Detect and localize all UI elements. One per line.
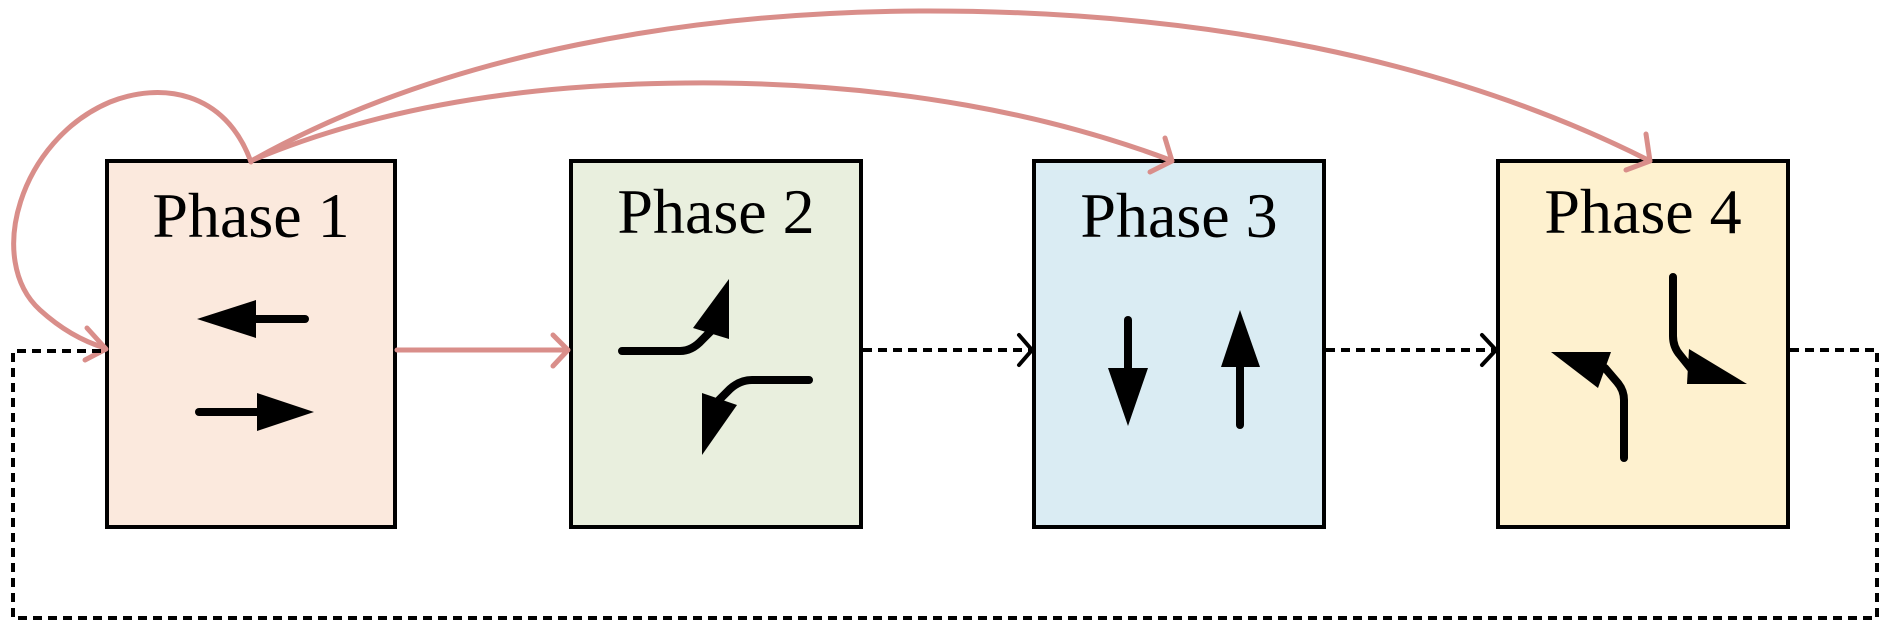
phase-4-label: Phase 4 (1544, 176, 1741, 247)
southbound-arrow-icon (1108, 316, 1148, 426)
phase-3-box: Phase 3 (1032, 159, 1326, 529)
phase-3-rect (1032, 159, 1326, 529)
phase-3-label: Phase 3 (1080, 180, 1277, 251)
left-turn-down-arrow-icon (702, 376, 813, 455)
transition-1-to-1 (11, 90, 254, 363)
transition-2-to-3 (863, 333, 1035, 367)
eastbound-arrow-icon (195, 393, 314, 431)
westbound-arrow-icon (197, 300, 309, 338)
transition-3-to-4 (1326, 333, 1499, 367)
transition-1-to-3 (250, 80, 1175, 175)
phase-4-box: Phase 4 (1496, 159, 1790, 529)
phase-1-label: Phase 1 (152, 180, 349, 251)
phase-2-movement-icon (618, 279, 813, 455)
northbound-arrow-icon (1221, 310, 1260, 429)
left-turn-southbound-arrow-icon (1669, 273, 1747, 384)
phase-1-rect (105, 159, 397, 529)
phase-1-box: Phase 1 (105, 159, 397, 529)
phase-3-movement-icon (1108, 310, 1260, 429)
phase-4-rect (1496, 159, 1790, 529)
left-turn-northbound-arrow-icon (1551, 352, 1628, 462)
left-turn-up-arrow-icon (618, 279, 729, 355)
phase-4-movement-icon (1551, 273, 1747, 462)
transition-1-to-2 (394, 332, 571, 369)
phase-2-rect (569, 159, 863, 529)
phase-1-movement-icon (195, 300, 314, 431)
phase-2-label: Phase 2 (617, 176, 814, 247)
transition-1-to-4 (250, 8, 1653, 173)
phase-2-box: Phase 2 (569, 159, 863, 529)
